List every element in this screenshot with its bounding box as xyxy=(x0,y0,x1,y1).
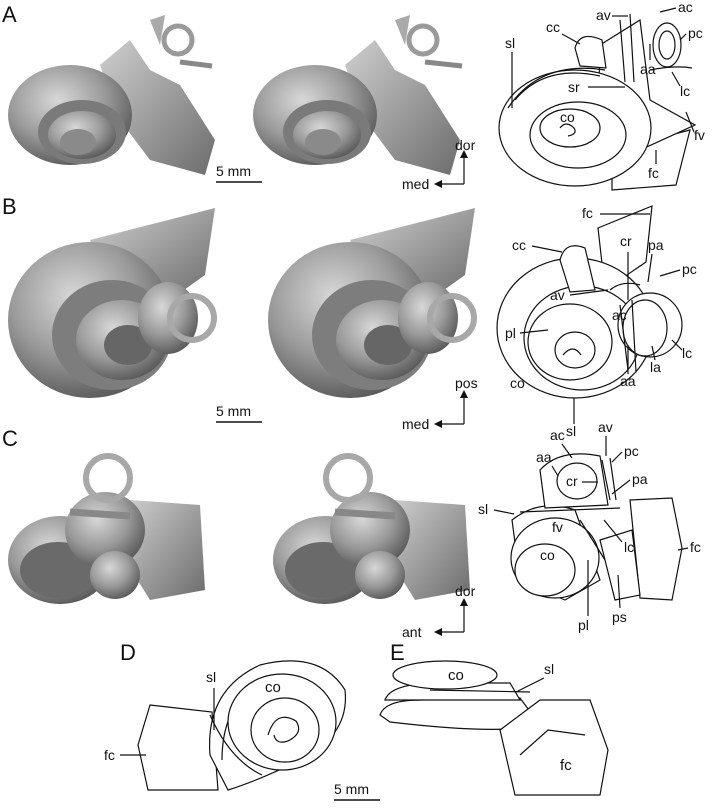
axis-a-horizontal: med xyxy=(402,176,429,192)
drawing-c xyxy=(510,453,683,601)
label-c-aa: aa xyxy=(536,449,552,465)
panel-letter-d: D xyxy=(120,640,136,665)
label-a-fc: fc xyxy=(648,165,659,181)
labels-a: sl cc av ac pc aa lc sr co fv fc xyxy=(505,0,705,181)
label-b-fc: fc xyxy=(582,205,593,221)
label-c-pc: pc xyxy=(624,443,639,459)
labels-b: fc cc cr pa pc av ac pl aa la lc co sl xyxy=(505,205,697,439)
label-b-lc: lc xyxy=(682,345,692,361)
label-b-pl: pl xyxy=(505,325,516,341)
label-b-cc: cc xyxy=(512,237,526,253)
label-c-av: av xyxy=(598,419,613,435)
label-b-pa: pa xyxy=(648,237,664,253)
render-a-right xyxy=(253,15,463,175)
label-b-sl: sl xyxy=(566,423,576,439)
panel-letter-c: C xyxy=(2,426,18,451)
scale-label-b: 5 mm xyxy=(216,403,251,419)
scale-bar-b: 5 mm xyxy=(216,403,262,423)
scale-label-a: 5 mm xyxy=(216,163,251,179)
label-a-ac: ac xyxy=(678,0,693,15)
label-a-sl: sl xyxy=(505,35,515,51)
render-c-right xyxy=(273,453,470,604)
label-d-co: co xyxy=(265,679,281,696)
label-c-cr: cr xyxy=(566,473,578,489)
label-d-fc: fc xyxy=(104,747,115,763)
label-d-sl: sl xyxy=(206,669,216,685)
panel-a: A 5 mm xyxy=(2,0,705,192)
panel-letter-a: A xyxy=(2,2,17,27)
panel-b: B 5 mm pos xyxy=(2,194,697,439)
label-e-co: co xyxy=(448,667,464,684)
axis-c-vertical: dor xyxy=(455,583,476,599)
labels-c: ac av pc aa cr pa sl fv lc fc co pl ps xyxy=(478,419,701,633)
axis-b-horizontal: med xyxy=(402,416,429,432)
orientation-b: pos med xyxy=(402,375,478,432)
label-c-ps: ps xyxy=(612,609,627,625)
render-a-left xyxy=(8,15,215,175)
axis-b-vertical: pos xyxy=(455,375,478,391)
label-c-lc: lc xyxy=(624,539,634,555)
label-b-la: la xyxy=(650,359,661,375)
orientation-c: dor ant xyxy=(402,583,476,640)
panel-d: D sl co fc xyxy=(104,640,347,791)
panel-c: C dor ant xyxy=(2,419,701,640)
label-a-cc: cc xyxy=(546,19,560,35)
scale-bar-a: 5 mm xyxy=(216,163,262,183)
label-c-pa: pa xyxy=(632,471,648,487)
label-c-sl: sl xyxy=(478,501,488,517)
render-b-right xyxy=(268,208,477,398)
label-a-fv: fv xyxy=(694,127,705,143)
label-b-aa: aa xyxy=(620,373,636,389)
label-a-lc: lc xyxy=(680,83,690,99)
labels-d: sl co fc xyxy=(104,669,281,763)
label-c-pl: pl xyxy=(578,617,589,633)
drawing-a xyxy=(498,13,697,191)
panel-letter-b: B xyxy=(2,194,17,219)
label-a-av: av xyxy=(596,7,611,23)
axis-a-vertical: dor xyxy=(455,137,476,153)
label-a-pc: pc xyxy=(688,25,703,41)
label-c-fc: fc xyxy=(690,539,701,555)
label-c-co: co xyxy=(540,547,555,563)
label-a-aa: aa xyxy=(640,61,656,77)
scale-bar-bottom: 5 mm xyxy=(334,781,380,801)
label-b-av: av xyxy=(550,287,565,303)
render-c-left xyxy=(8,453,205,604)
drawing-d xyxy=(137,660,347,791)
label-e-sl: sl xyxy=(544,661,554,677)
label-b-pc: pc xyxy=(682,261,697,277)
label-c-ac: ac xyxy=(550,427,565,443)
panel-e: E co sl fc xyxy=(379,640,609,796)
orientation-a: dor med xyxy=(402,137,476,192)
labels-e: co sl fc xyxy=(448,661,572,774)
label-a-sr: sr xyxy=(568,79,580,95)
label-b-ac: ac xyxy=(612,307,627,323)
label-b-co: co xyxy=(510,375,525,391)
label-c-fv: fv xyxy=(552,519,563,535)
scale-label-bottom: 5 mm xyxy=(334,781,369,797)
label-b-cr: cr xyxy=(620,233,632,249)
drawing-e xyxy=(379,660,609,796)
label-e-fc: fc xyxy=(560,757,572,774)
panel-letter-e: E xyxy=(390,640,405,665)
render-b-left xyxy=(8,208,217,398)
label-a-co: co xyxy=(560,109,575,125)
drawing-b xyxy=(496,205,683,399)
axis-c-horizontal: ant xyxy=(402,624,422,640)
